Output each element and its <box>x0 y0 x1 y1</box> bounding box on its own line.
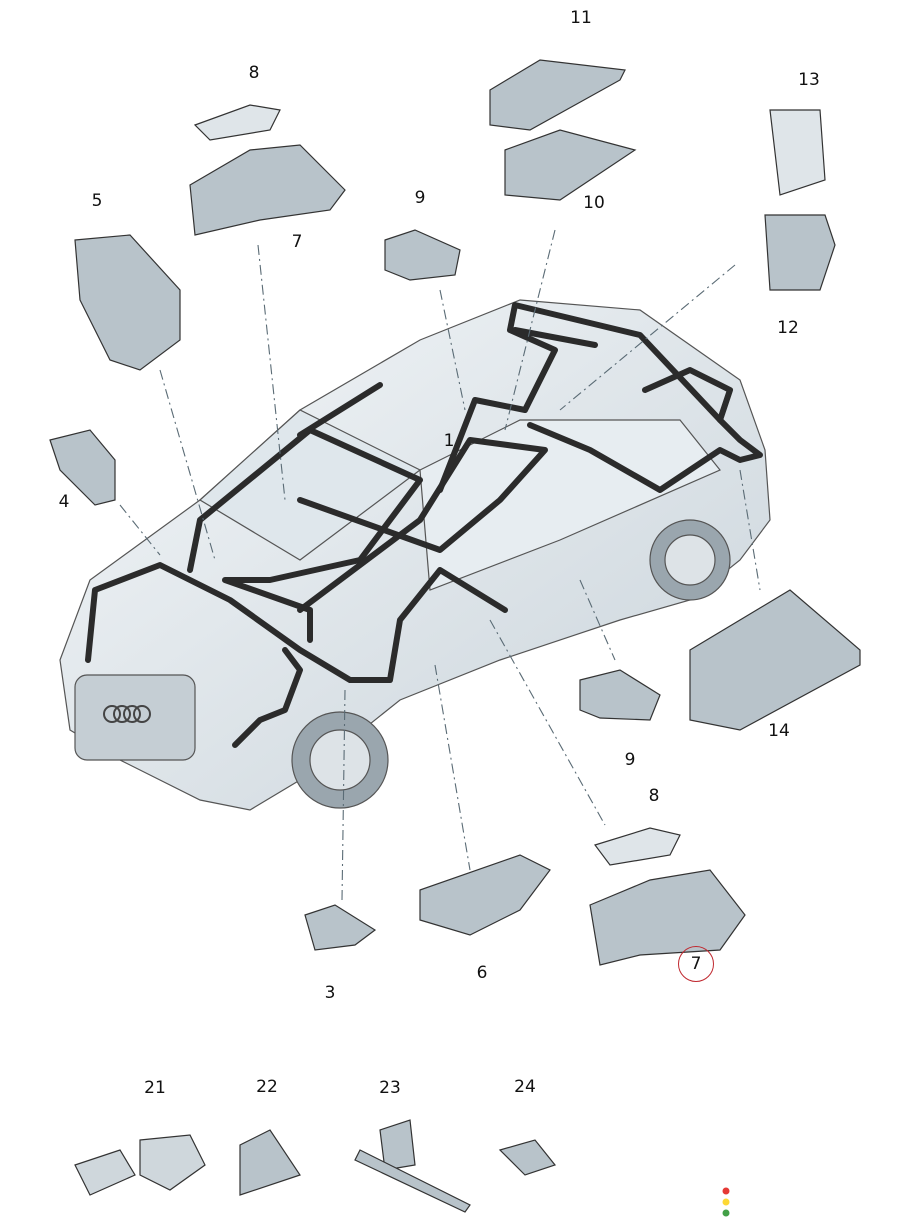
callout-11[interactable]: 11 <box>570 8 592 28</box>
callout-21[interactable]: 21 <box>144 1078 166 1098</box>
part-shapes <box>49 59 861 1213</box>
callout-14[interactable]: 14 <box>768 721 790 741</box>
callout-3[interactable]: 3 <box>324 983 336 1003</box>
callout-4[interactable]: 4 <box>58 492 70 512</box>
leader-lines <box>119 229 761 901</box>
callout-12[interactable]: 12 <box>777 318 799 338</box>
status-dot-yellow <box>722 1198 730 1206</box>
highlight-circle <box>678 946 714 982</box>
callout-23[interactable]: 23 <box>379 1078 401 1098</box>
callout-8[interactable]: 8 <box>248 63 260 83</box>
callout-1[interactable]: 1 <box>443 431 455 451</box>
callout-13[interactable]: 13 <box>798 70 820 90</box>
callout-6[interactable]: 6 <box>476 963 488 983</box>
callout-7-highlighted[interactable]: 7 <box>690 954 702 974</box>
callout-9-lower[interactable]: 9 <box>624 750 636 770</box>
status-dot-red <box>722 1187 730 1195</box>
callout-9[interactable]: 9 <box>414 188 426 208</box>
callout-7[interactable]: 7 <box>291 232 303 252</box>
vehicle-illustration <box>59 299 771 811</box>
callout-10[interactable]: 10 <box>583 193 605 213</box>
callout-8-lower[interactable]: 8 <box>648 786 660 806</box>
callout-22[interactable]: 22 <box>256 1077 278 1097</box>
callout-5[interactable]: 5 <box>91 191 103 211</box>
wiring-harness <box>85 302 763 748</box>
callout-24[interactable]: 24 <box>514 1077 536 1097</box>
status-dot-green <box>722 1209 730 1217</box>
